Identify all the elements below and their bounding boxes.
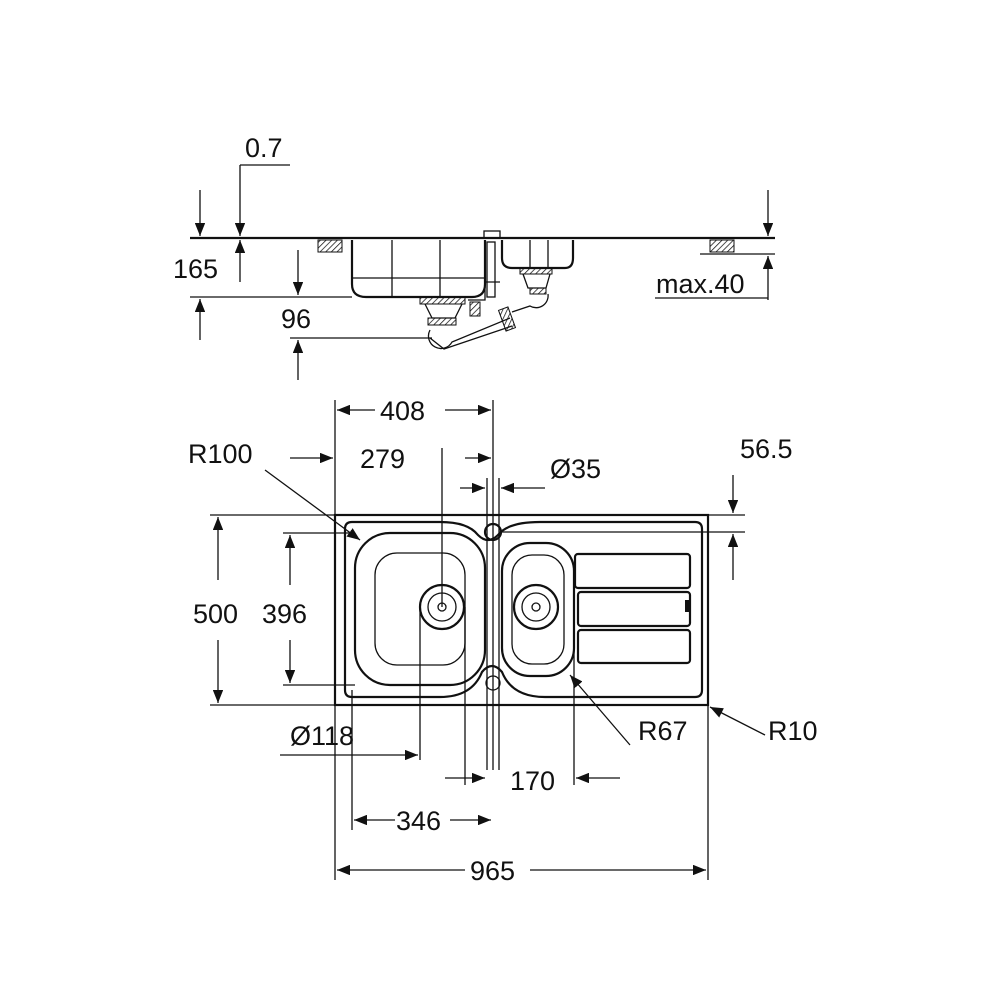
dim-bowl-depth: 96	[281, 304, 311, 334]
dim-waste-diameter: Ø118	[290, 721, 354, 751]
dim-length: 965	[470, 856, 515, 886]
side-view: 0.7 165 96 max.40	[173, 133, 775, 380]
dim-bowl-width: 396	[262, 599, 307, 629]
dim-tap-edge: 56.5	[740, 434, 793, 464]
dim-small-bowl: 170	[510, 766, 555, 796]
dim-tap-offset: 279	[360, 444, 405, 474]
plan-view: 408 279 Ø35 56.5 R100 500 396 Ø118 170 3…	[188, 396, 818, 886]
dim-thickness: 0.7	[245, 133, 283, 163]
dim-max-worktop: max.40	[656, 269, 745, 299]
dim-tap-hole: Ø35	[550, 454, 601, 484]
dim-radius-bowl: R100	[188, 439, 253, 469]
dim-radius-small-bowl: R67	[638, 716, 688, 746]
dim-width: 500	[193, 599, 238, 629]
dim-large-bowl: 346	[396, 806, 441, 836]
dim-radius-outer: R10	[768, 716, 818, 746]
dim-bowl-offset: 408	[380, 396, 425, 426]
dim-height: 165	[173, 254, 218, 284]
